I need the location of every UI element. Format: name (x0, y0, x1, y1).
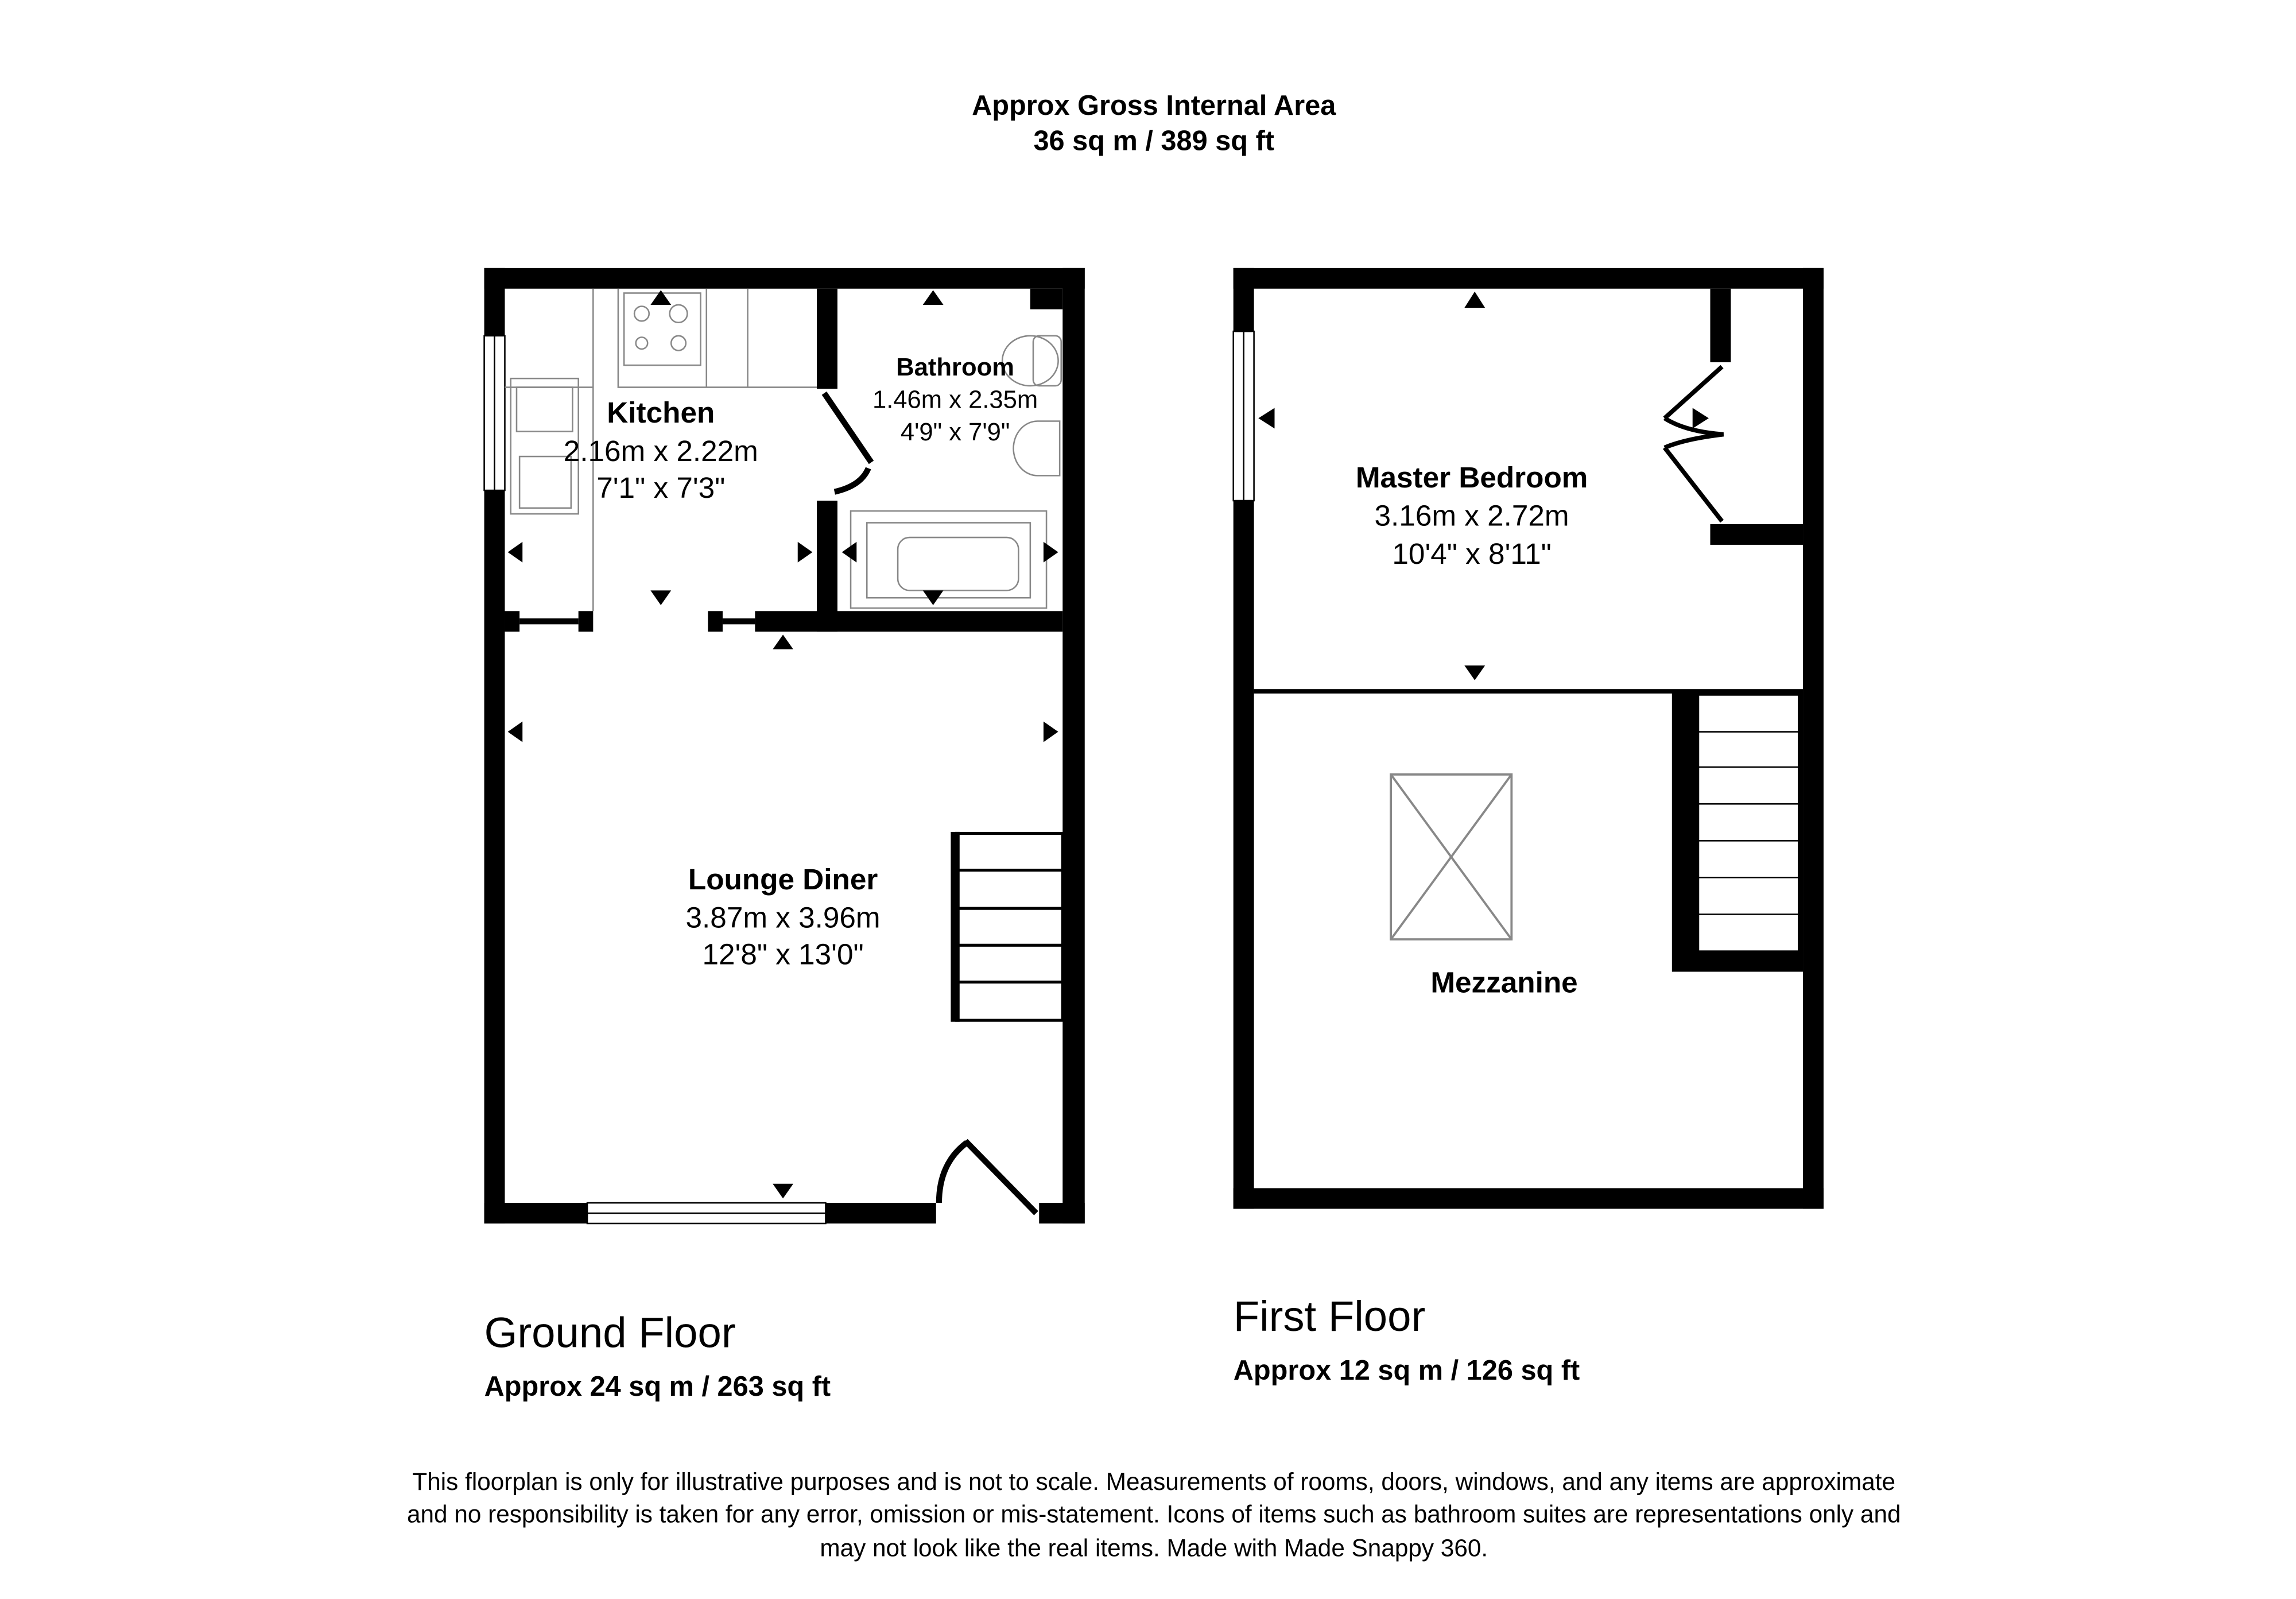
room-name-mezzanine: Mezzanine (1430, 966, 1577, 998)
stairs (1697, 694, 1799, 952)
wall (1039, 1203, 1085, 1224)
disclaimer-line-2: and no responsibility is taken for any e… (407, 1500, 1901, 1527)
room-name-master-bedroom: Master Bedroom (1356, 461, 1588, 494)
mezzanine-divider (1254, 689, 1804, 694)
wall (505, 611, 520, 632)
room-metric-kitchen: 2.16m x 2.22m (564, 435, 758, 467)
wall (1062, 268, 1085, 1224)
room-metric-lounge-diner: 3.87m x 3.96m (686, 901, 881, 934)
skylight (1390, 773, 1513, 941)
room-imperial-master-bedroom: 10'4" x 8'11" (1392, 537, 1551, 570)
first-floor-title: First Floor (1234, 1292, 1426, 1340)
wall (1803, 268, 1824, 1209)
disclaimer-line-3: may not look like the real items. Made w… (820, 1534, 1488, 1561)
window (483, 335, 827, 1225)
gross-area-value: 36 sq m / 389 sq ft (1033, 126, 1274, 157)
toilet-cistern (1032, 335, 1062, 387)
room-name-lounge-diner: Lounge Diner (688, 863, 878, 896)
front-door[interactable] (936, 1139, 1038, 1215)
toilet (1001, 335, 1059, 387)
wall (817, 288, 837, 389)
wall (519, 618, 579, 625)
room-name-bathroom: Bathroom (896, 354, 1014, 381)
wall (722, 618, 755, 625)
wall (817, 500, 837, 632)
wall (1710, 524, 1804, 545)
room-imperial-bathroom: 4'9" x 7'9" (901, 419, 1010, 446)
stairs (951, 831, 1064, 1022)
wall (755, 611, 1063, 632)
window (1232, 330, 1255, 502)
room-imperial-kitchen: 7'1" x 7'3" (596, 471, 725, 504)
basin (1013, 420, 1061, 477)
first-floor-plan: Master Bedroom 3.16m x 2.72m 10'4" x 8'1… (1232, 268, 1824, 1209)
room-name-kitchen: Kitchen (607, 396, 715, 429)
bathroom-door[interactable] (821, 391, 874, 495)
wall (484, 1203, 588, 1224)
ground-floor-plan: Kitchen 2.16m x 2.22m 7'1" x 7'3" Bathro… (483, 268, 1085, 1225)
wall (1030, 288, 1063, 309)
dimension-arrows (507, 290, 1058, 1199)
wall (1233, 268, 1824, 289)
wall (1233, 1188, 1824, 1209)
room-metric-master-bedroom: 3.16m x 2.72m (1375, 500, 1569, 532)
wall (708, 611, 723, 632)
ground-floor-title: Ground Floor (484, 1308, 736, 1356)
wall (825, 1203, 936, 1224)
first-floor-area: Approx 12 sq m / 126 sq ft (1234, 1355, 1580, 1386)
wardrobe-doors[interactable] (1662, 365, 1724, 523)
wall (1710, 288, 1731, 362)
room-metric-bathroom: 1.46m x 2.35m (872, 386, 1038, 413)
bath (850, 510, 1048, 609)
disclaimer-line-1: This floorplan is only for illustrative … (412, 1468, 1895, 1495)
ground-floor-area: Approx 24 sq m / 263 sq ft (484, 1371, 831, 1402)
wall (578, 611, 594, 632)
dimension-arrows (1258, 291, 1709, 680)
gross-area-title: Approx Gross Internal Area (972, 90, 1336, 121)
sink (510, 377, 579, 515)
room-imperial-lounge-diner: 12'8" x 13'0" (703, 938, 864, 971)
wall (484, 268, 1085, 289)
